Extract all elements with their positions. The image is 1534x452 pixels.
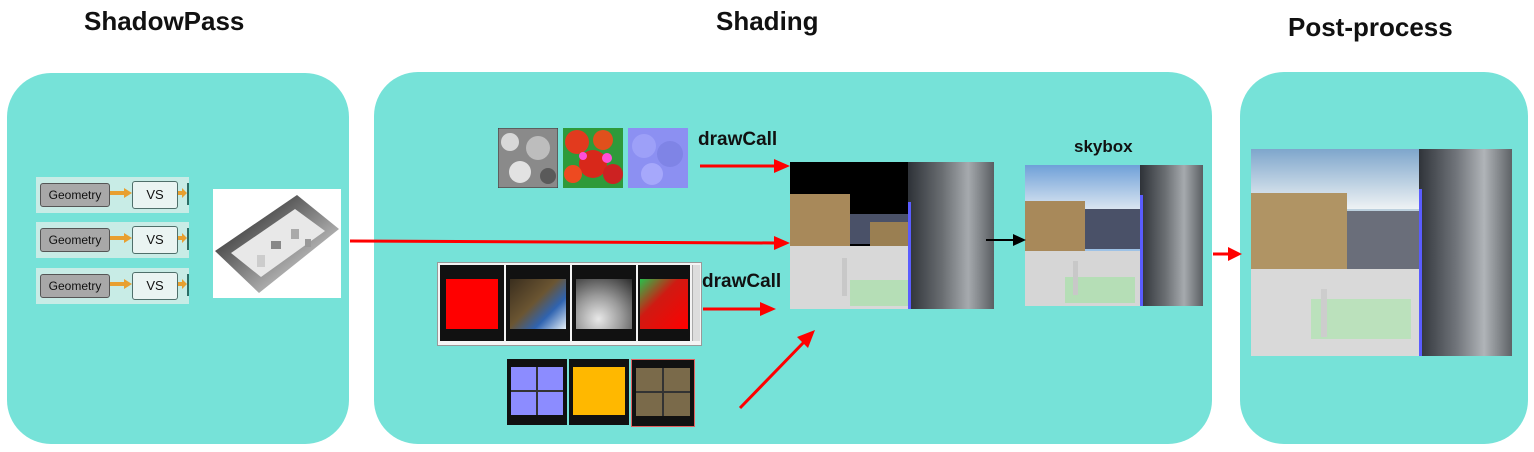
render-target-orange — [569, 359, 629, 425]
red-arrow-icon — [738, 330, 815, 410]
shadow-pass-title: ShadowPass — [84, 6, 245, 36]
post-process-title: Post-process — [1288, 12, 1453, 42]
render-target-blue — [507, 359, 567, 425]
orange-arrow-icon — [178, 233, 187, 243]
geometry-row: Geometry VS — [36, 222, 189, 258]
vs-box: VS — [132, 181, 178, 209]
post-process-render-image — [1251, 149, 1512, 356]
texture-grayscale-image — [498, 128, 558, 188]
orange-arrow-icon — [110, 188, 132, 198]
orange-arrow-icon — [110, 233, 132, 243]
shadow-map-image — [213, 189, 341, 298]
texture-color-image — [563, 128, 623, 188]
skybox-render-image — [1025, 165, 1203, 306]
render-target-red — [440, 265, 504, 341]
render-target-scene — [506, 265, 570, 341]
texture-normal-image — [628, 128, 688, 188]
scene-render-image — [790, 162, 994, 309]
draw-call-label: drawCall — [702, 271, 782, 292]
shadow-map-drawing — [215, 195, 339, 293]
shading-title: Shading — [716, 6, 819, 36]
red-arrow-icon — [703, 302, 776, 316]
stage-edge — [187, 274, 189, 296]
vs-box: VS — [132, 226, 178, 254]
red-arrow-icon — [700, 159, 790, 173]
render-target-strip — [437, 262, 702, 346]
render-target-gradient — [638, 265, 690, 341]
geometry-box: Geometry — [40, 183, 110, 207]
red-arrow-icon — [349, 236, 790, 250]
vs-box: VS — [132, 272, 178, 300]
geometry-row: Geometry VS — [36, 268, 189, 304]
geometry-row: Geometry VS — [36, 177, 189, 213]
render-target-brown — [631, 359, 695, 427]
stage-edge — [187, 183, 189, 205]
orange-arrow-icon — [178, 279, 187, 289]
render-target-gray — [572, 265, 636, 341]
skybox-label: skybox — [1074, 137, 1133, 156]
red-arrow-icon — [1213, 247, 1242, 261]
orange-arrow-icon — [110, 279, 132, 289]
orange-arrow-icon — [178, 188, 187, 198]
geometry-box: Geometry — [40, 274, 110, 298]
stage-edge — [187, 228, 189, 250]
draw-call-label: drawCall — [698, 129, 778, 150]
black-arrow-icon — [986, 234, 1026, 246]
scrollbar[interactable] — [692, 265, 700, 341]
geometry-box: Geometry — [40, 228, 110, 252]
